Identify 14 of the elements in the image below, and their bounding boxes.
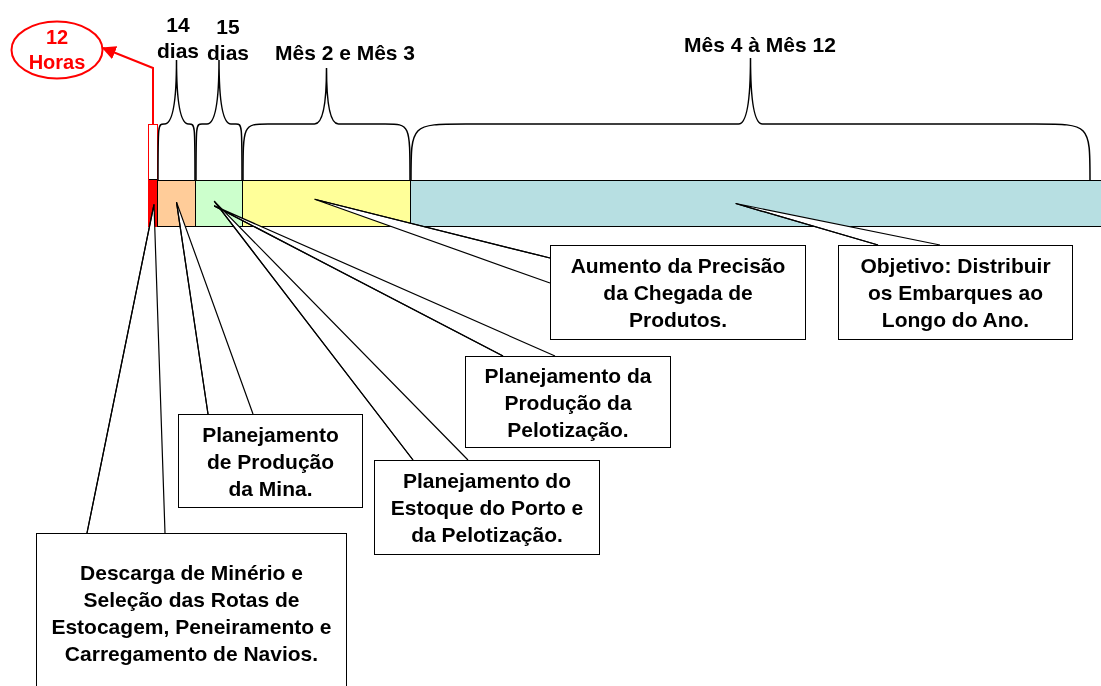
duration-label: 14 dias xyxy=(156,12,200,64)
duration-label: 15 dias xyxy=(206,14,250,66)
callout-box: Descarga de Minério e Seleção das Rotas de Estocagem, Peneiramento e Carregamento de Navios. xyxy=(36,533,347,686)
duration-label: Mês 4 à Mês 12 xyxy=(683,32,837,58)
timeline-segment xyxy=(195,180,243,227)
callout-box: Planejamento de Produção da Mina. xyxy=(178,414,363,508)
duration-label: Mês 2 e Mês 3 xyxy=(273,40,417,66)
duration-text: 12 Horas xyxy=(27,25,87,75)
callout-box: Planejamento do Estoque do Porto e da Pelotização. xyxy=(374,460,600,555)
timeline-segment xyxy=(410,180,1101,227)
time-ellipse xyxy=(10,20,104,80)
callout-box: Planejamento da Produção da Pelotização. xyxy=(465,356,671,448)
arrow xyxy=(101,46,154,125)
timeline-segment xyxy=(242,180,411,227)
